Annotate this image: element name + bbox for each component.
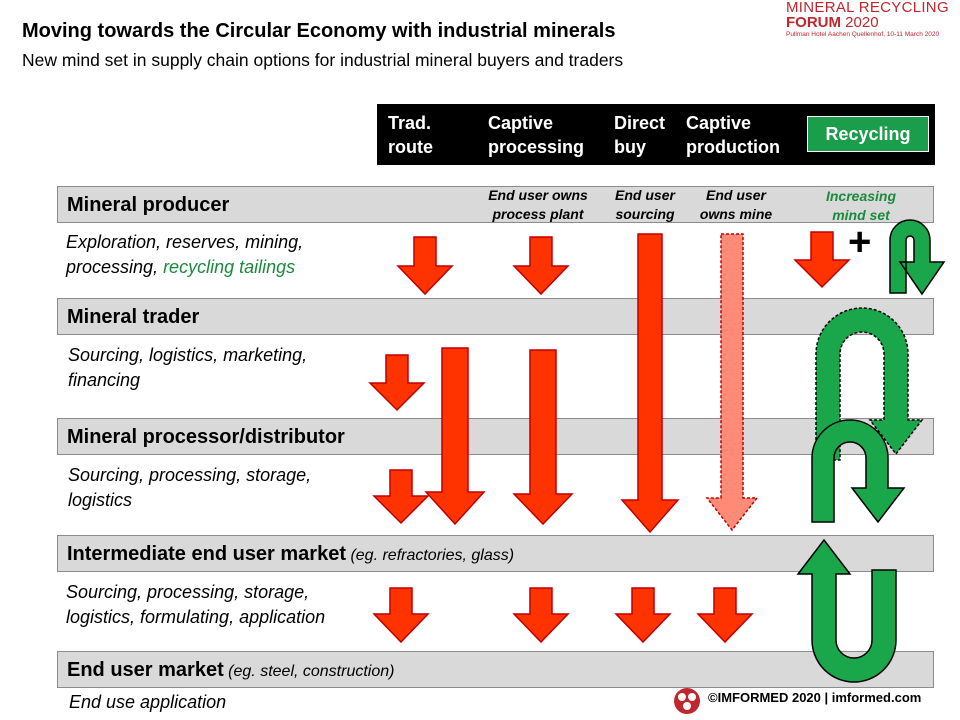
stage-mineral-processor: Mineral processor/distributor — [57, 418, 934, 455]
down-arrow-icon — [512, 587, 570, 644]
stage-label: Intermediate end user market (eg. refrac… — [67, 536, 514, 574]
header-direct-line1: Direct — [614, 113, 666, 133]
note-line: mind set — [832, 207, 890, 223]
desc-line: logistics — [68, 490, 133, 510]
desc-line: Exploration, reserves, mining, — [66, 232, 304, 252]
page-subtitle: New mind set in supply chain options for… — [22, 50, 624, 70]
header-trad-line2: route — [388, 137, 433, 157]
page-title: Moving towards the Circular Economy with… — [22, 20, 616, 42]
desc-text: processing, — [66, 257, 164, 277]
down-arrow-icon — [512, 236, 570, 296]
plus-icon: + — [848, 220, 872, 264]
header-recycling: Recycling — [807, 116, 929, 152]
down-arrow-icon — [396, 236, 454, 296]
header-captive-prod-line2: production — [686, 137, 780, 157]
down-arrow-icon — [696, 587, 754, 644]
note-line: Increasing — [825, 188, 897, 204]
desc-line: Sourcing, logistics, marketing, — [68, 345, 308, 365]
note-line: End user owns — [488, 187, 588, 203]
note-line: End user — [615, 187, 675, 203]
desc-end-user: End use application — [69, 690, 226, 715]
note-line: sourcing — [615, 206, 675, 222]
down-arrow-icon — [372, 469, 430, 525]
down-arrow-icon — [368, 354, 426, 412]
logo-year: 2020 — [841, 14, 879, 31]
footer-copyright: ©IMFORMED 2020 | imformed.com — [708, 690, 922, 705]
stage-title: Intermediate end user market — [67, 543, 346, 565]
down-arrow-icon — [614, 587, 672, 644]
u-turn-arrow-icon — [815, 307, 924, 461]
desc-line: financing — [68, 370, 141, 390]
u-turn-arrow-icon — [796, 538, 897, 683]
stage-note: (eg. steel, construction) — [223, 663, 395, 680]
stage-note: (eg. refractories, glass) — [346, 547, 515, 564]
u-turn-arrow-icon — [889, 219, 946, 296]
down-arrow-icon — [372, 587, 430, 644]
desc-trader: Sourcing, logistics, marketing, financin… — [68, 343, 307, 393]
long-down-arrow-icon — [620, 233, 680, 534]
note-owns-mine: End user owns mine — [690, 186, 782, 224]
note-increasing-mindset: Increasing mind set — [802, 187, 920, 225]
stage-title: Mineral producer — [67, 194, 230, 216]
down-arrow-icon — [793, 231, 851, 289]
desc-line: End use application — [69, 692, 227, 712]
logo-venue: Pullman Hotel Aachen Quellenhof, 10-11 M… — [786, 31, 940, 38]
desc-processor: Sourcing, processing, storage, logistics — [68, 463, 311, 513]
desc-recycling-tailings: recycling tailings — [163, 257, 296, 277]
header-captive-proc-line2: processing — [488, 137, 585, 157]
desc-line: logistics, formulating, application — [66, 607, 326, 627]
desc-producer: Exploration, reserves, mining, processin… — [66, 230, 303, 280]
desc-line: Sourcing, processing, storage, — [66, 582, 310, 602]
header-direct-line2: buy — [614, 137, 647, 157]
stage-intermediate-market: Intermediate end user market (eg. refrac… — [57, 535, 934, 572]
note-sourcing: End user sourcing — [603, 186, 687, 224]
header-captive-production: Captive production — [686, 111, 780, 159]
dashed-down-arrow-icon — [705, 233, 759, 532]
long-down-arrow-icon — [512, 349, 574, 526]
header-trad-line1: Trad. — [388, 113, 432, 133]
logo-forum: FORUM — [786, 14, 841, 31]
desc-line: Sourcing, processing, storage, — [68, 465, 312, 485]
long-down-arrow-icon — [424, 347, 486, 526]
stage-end-user-market: End user market (eg. steel, construction… — [57, 651, 934, 688]
stage-mineral-producer: Mineral producer — [57, 186, 934, 223]
note-owns-plant: End user owns process plant — [478, 186, 598, 224]
note-line: process plant — [492, 206, 584, 222]
header-direct-buy: Direct buy — [614, 111, 665, 159]
stage-label: Mineral producer — [67, 187, 229, 223]
desc-line: processing, recycling tailings — [66, 255, 303, 280]
logo-line-2: FORUM 2020 — [786, 15, 956, 30]
note-line: owns mine — [699, 206, 773, 222]
header-trad-route: Trad. route — [388, 111, 433, 159]
note-line: End user — [706, 187, 766, 203]
u-turn-arrow-icon — [811, 419, 906, 524]
header-captive-proc-line1: Captive — [488, 113, 554, 133]
desc-intermediate: Sourcing, processing, storage, logistics… — [66, 580, 325, 630]
logo-line-1: MINERAL RECYCLING — [786, 0, 949, 16]
stage-label: End user market (eg. steel, construction… — [67, 652, 394, 690]
stage-label: Mineral trader — [67, 299, 199, 335]
header-captive-prod-line1: Captive — [686, 113, 752, 133]
stage-mineral-trader: Mineral trader — [57, 298, 934, 335]
stage-title: Mineral processor/distributor — [67, 426, 345, 448]
header-captive-processing: Captive processing — [488, 111, 584, 159]
stage-title: Mineral trader — [67, 306, 200, 328]
stage-label: Mineral processor/distributor — [67, 419, 345, 455]
forum-logo: MINERAL RECYCLING FORUM 2020 Pullman Hot… — [786, 0, 956, 39]
imformed-logo-icon — [674, 688, 700, 714]
stage-title: End user market — [67, 659, 224, 681]
